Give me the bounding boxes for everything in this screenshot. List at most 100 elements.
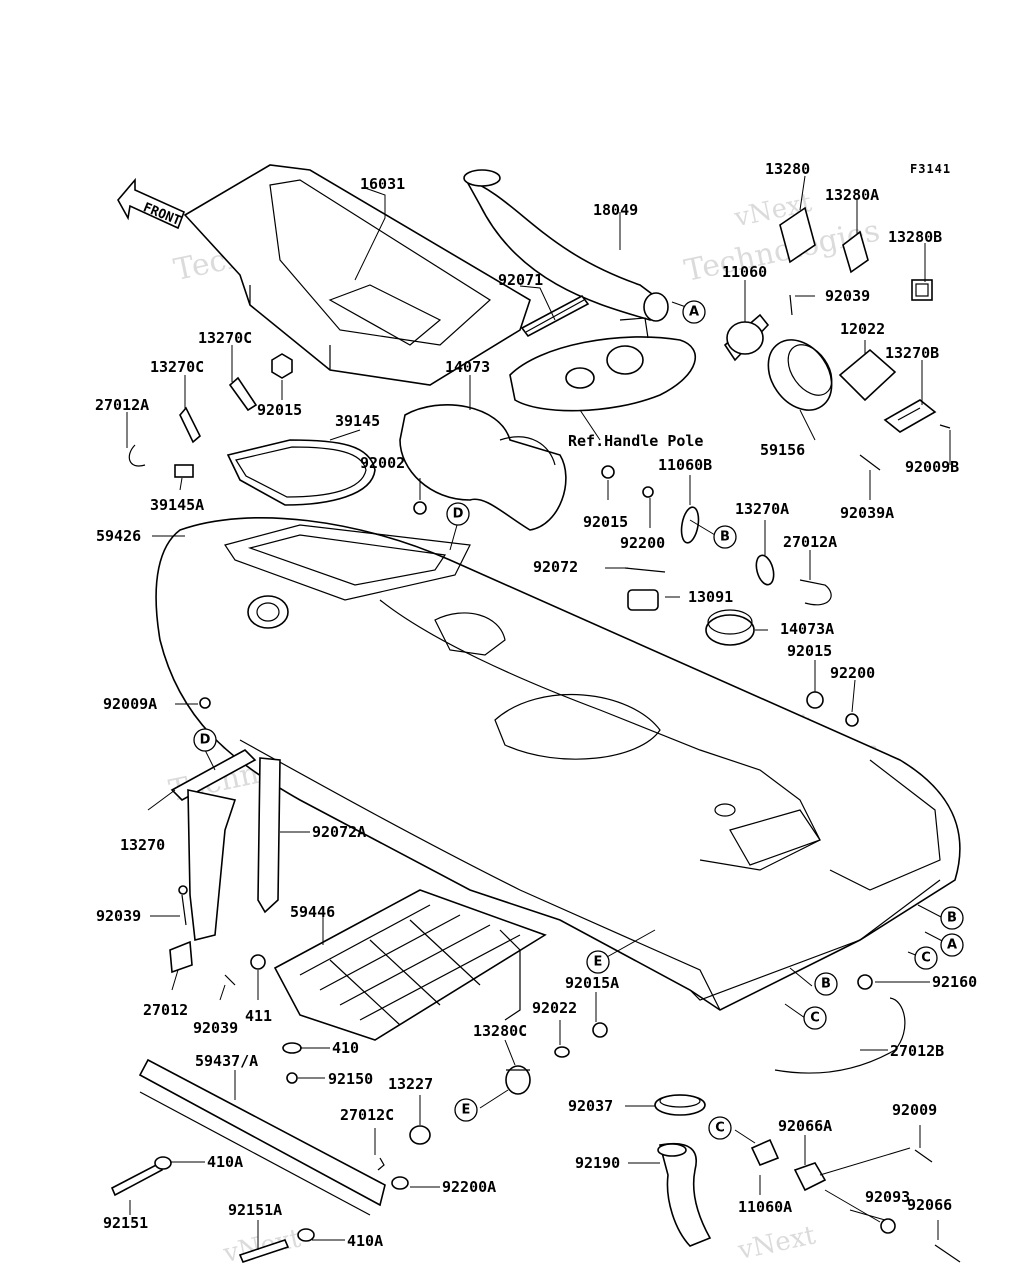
callout-C-1: C (914, 946, 938, 970)
label-92037: 92037 (568, 1097, 613, 1115)
label-92151A: 92151A (228, 1201, 282, 1219)
label-39145: 39145 (335, 412, 380, 430)
part-92066-bolt (934, 1244, 961, 1263)
label-13280C: 13280C (473, 1022, 527, 1040)
part-11060A (750, 1138, 780, 1167)
callout-A-2: A (940, 933, 964, 957)
svg-text:C: C (810, 1011, 820, 1026)
watermark-line-9: vNext (220, 1223, 304, 1269)
label-92002: 92002 (360, 454, 405, 472)
part-13280-series (779, 206, 933, 301)
label-92039-c: 92039 (193, 1019, 238, 1037)
figure-code: F3141 (910, 162, 951, 176)
label-13270C-2: 13270C (150, 358, 204, 376)
part-bolts (413, 294, 951, 515)
front-arrow-icon: FRONT (117, 177, 186, 230)
label-92072: 92072 (533, 558, 578, 576)
part-27012-bracket (169, 940, 193, 974)
part-14073-air-duct (399, 404, 567, 531)
part-92200-washer-right (845, 713, 859, 727)
part-92160 (857, 974, 873, 990)
part-27012B-handle (774, 997, 906, 1074)
svg-text:B: B (720, 530, 730, 545)
part-11060-plate (723, 313, 770, 362)
svg-text:A: A (689, 305, 699, 320)
part-92072A-straps (187, 757, 281, 941)
part-92015A-nut (592, 1022, 608, 1038)
part-59426-hull (155, 517, 961, 1011)
label-13280A: 13280A (825, 186, 879, 204)
label-27012: 27012 (143, 1001, 188, 1019)
label-92150: 92150 (328, 1070, 373, 1088)
callouts: A A B B B C C C D D E E (193, 300, 964, 1140)
label-92015-a: 92015 (257, 401, 302, 419)
part-14073A-cap (705, 609, 755, 646)
part-92037-clamp (654, 1094, 706, 1116)
svg-text:C: C (921, 951, 931, 966)
watermark-line-10: vNext (735, 1220, 819, 1266)
label-27012A-right: 27012A (783, 533, 837, 551)
label-14073A: 14073A (780, 620, 834, 638)
svg-text:B: B (821, 977, 831, 992)
label-13270C-1: 13270C (198, 329, 252, 347)
label-27012A-left: 27012A (95, 396, 149, 414)
label-92039-top: 92039 (825, 287, 870, 305)
part-13227 (409, 1125, 431, 1145)
label-11060: 11060 (722, 263, 767, 281)
label-92200-b: 92200 (830, 664, 875, 682)
label-18049: 18049 (593, 201, 638, 219)
label-92072A: 92072A (312, 823, 366, 841)
svg-text:B: B (947, 911, 957, 926)
label-14073: 14073 (445, 358, 490, 376)
label-92039-b: 92039 (96, 907, 141, 925)
part-13091 (627, 589, 659, 611)
label-92022: 92022 (532, 999, 577, 1017)
label-11060A: 11060A (738, 1198, 792, 1216)
callout-E-2: E (454, 1098, 478, 1122)
label-16031: 16031 (360, 175, 405, 193)
leader-lines (126, 175, 951, 1250)
part-92150-bolt (286, 1072, 298, 1084)
label-92039A: 92039A (840, 504, 894, 522)
part-12022 (838, 348, 897, 402)
part-92009-bolt (914, 1149, 933, 1163)
callout-A-1: A (682, 300, 706, 324)
callout-C-3: C (708, 1116, 732, 1140)
part-92039-pin-left (178, 885, 188, 926)
part-92015-nut-right (806, 691, 824, 709)
svg-text:E: E (462, 1103, 471, 1118)
ref-handle-pole-note: Ref.Handle Pole (568, 432, 703, 450)
callout-D-2: D (193, 728, 217, 752)
label-410A-1: 410A (207, 1153, 243, 1171)
callout-B-2: B (940, 906, 964, 930)
part-59156-cover (767, 339, 833, 411)
part-92066A (793, 1162, 827, 1192)
part-92093-washer (880, 1218, 896, 1234)
svg-text:A: A (947, 938, 957, 953)
label-13280: 13280 (765, 160, 810, 178)
label-92015A: 92015A (565, 974, 619, 992)
label-92151: 92151 (103, 1214, 148, 1232)
part-92200A-washer (391, 1176, 409, 1190)
label-13091: 13091 (688, 588, 733, 606)
label-92200-a: 92200 (620, 534, 665, 552)
label-59446: 59446 (290, 903, 335, 921)
part-27012A-handle-right (799, 579, 832, 606)
label-411: 411 (245, 1007, 272, 1025)
part-92022-washer (554, 1046, 570, 1058)
label-92093: 92093 (865, 1188, 910, 1206)
part-39145-gasket (226, 439, 376, 506)
svg-text:C: C (715, 1121, 725, 1136)
label-92071: 92071 (498, 271, 543, 289)
label-13227: 13227 (388, 1075, 433, 1093)
part-410A-washer-1 (154, 1156, 172, 1170)
part-92009A-bolt (199, 697, 211, 709)
label-92200A: 92200A (442, 1178, 496, 1196)
callout-D-1: D (446, 502, 470, 526)
part-92071-strip (520, 294, 590, 338)
label-13280B: 13280B (888, 228, 942, 246)
part-92151A-bolt (238, 1239, 290, 1263)
part-13270B (883, 399, 937, 433)
label-410A-2: 410A (347, 1232, 383, 1250)
